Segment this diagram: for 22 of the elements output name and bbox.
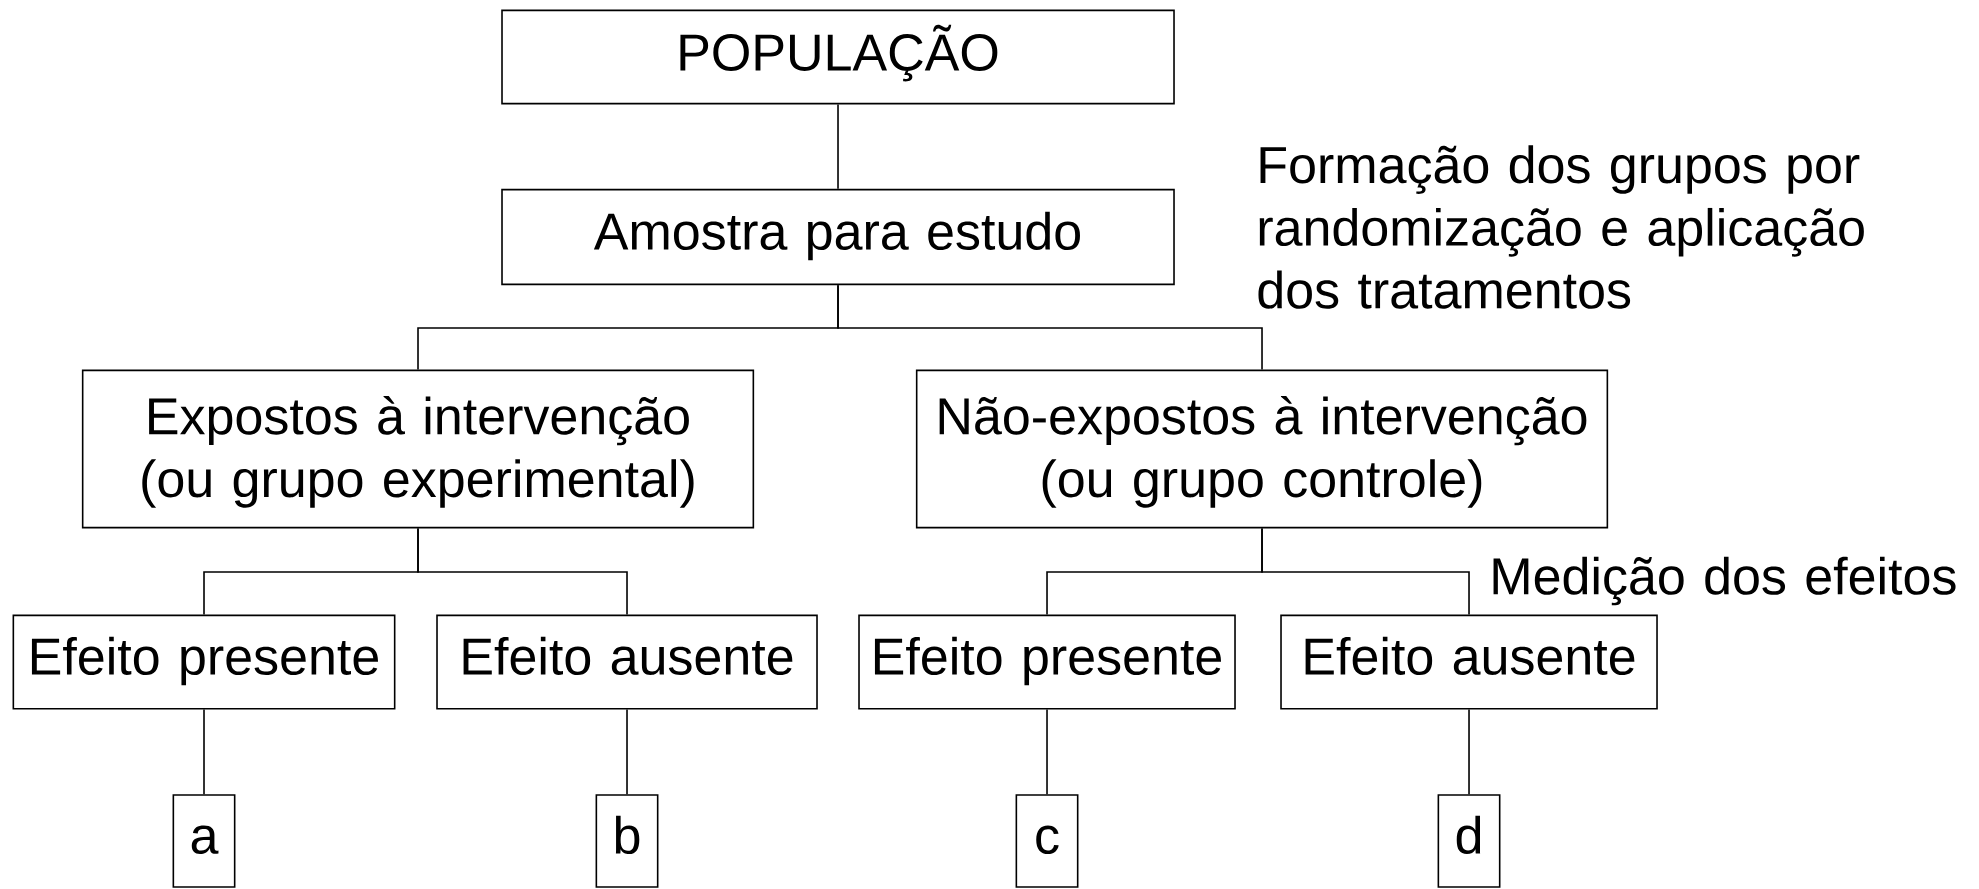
connector-line xyxy=(626,708,628,795)
effect-box: Efeito ausente xyxy=(1280,614,1658,710)
group-box: Expostos à intervenção (ou grupo experimental) xyxy=(81,369,755,529)
effect-box: Efeito presente xyxy=(858,614,1236,710)
note-text: Formação dos grupos por randomização e aplicação dos tratamentos xyxy=(1258,145,1864,309)
sample-box: Amostra para estudo xyxy=(501,188,1175,286)
connector-line xyxy=(1261,527,1470,616)
note-text: Medição dos efeitos xyxy=(1493,556,1956,606)
connector-line xyxy=(417,527,628,616)
letter-box: c xyxy=(1015,794,1079,888)
connector-line xyxy=(837,103,839,190)
population-box: POPULAÇÃO xyxy=(501,9,1175,105)
letter-box: b xyxy=(595,794,659,888)
effect-box: Efeito presente xyxy=(12,614,396,710)
letter-box: d xyxy=(1437,794,1501,888)
letter-box: a xyxy=(172,794,236,888)
connector-line xyxy=(203,708,205,795)
group-box: Não-expostos à intervenção (ou grupo controle) xyxy=(915,369,1609,529)
effect-box: Efeito ausente xyxy=(436,614,818,710)
connector-line xyxy=(837,284,1263,371)
connector-line xyxy=(1468,708,1470,795)
connector-line xyxy=(1046,708,1048,795)
